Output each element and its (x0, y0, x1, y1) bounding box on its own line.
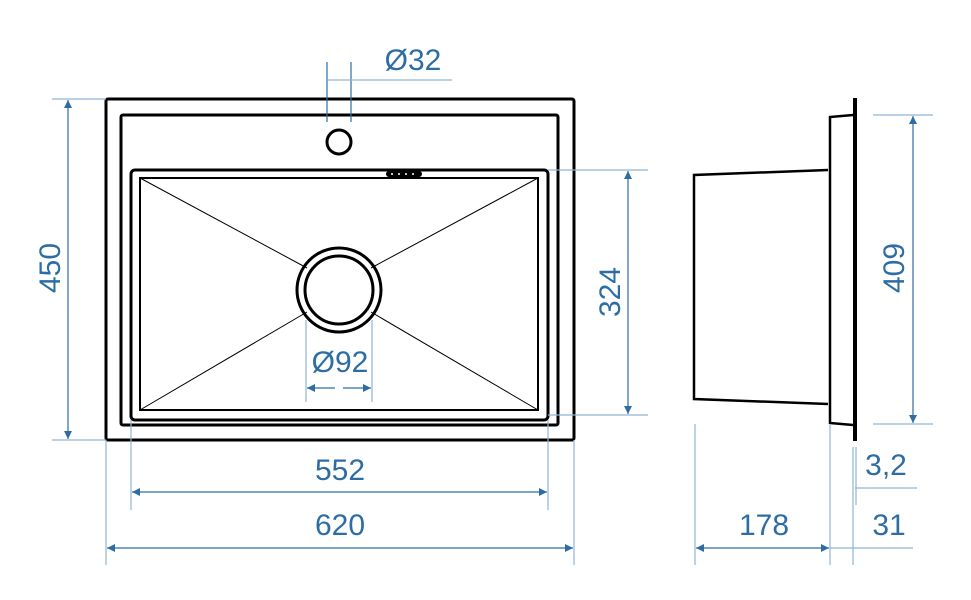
bowl-height-label: 178 (739, 509, 789, 542)
top-view: Ø32 450 324 Ø92 552 (34, 44, 648, 565)
side-flange (828, 113, 854, 427)
total-depth-label: 450 (34, 243, 67, 293)
side-view: 409 178 31 3,2 (692, 98, 933, 565)
sink-deck-edge (119, 113, 560, 427)
sink-outer-edge (104, 97, 576, 442)
tap-hole (325, 128, 353, 156)
bowl-outer (129, 168, 550, 422)
tap-hole-diameter-label: Ø32 (385, 44, 442, 77)
side-length-label: 409 (878, 243, 911, 293)
overflow-slot (386, 171, 422, 177)
drain-outer (295, 246, 383, 334)
drain-diameter-label: Ø92 (312, 346, 369, 379)
bowl-depth-label: 324 (594, 267, 627, 317)
total-width-label: 620 (315, 509, 365, 542)
drain-inner (303, 254, 375, 326)
dim-heights: 178 31 3,2 (694, 424, 917, 565)
bowl-width-label: 552 (315, 454, 365, 487)
bowl-inner (139, 177, 539, 411)
side-bowl (692, 168, 829, 406)
dim-total-width: 620 (105, 440, 575, 565)
dim-total-depth: 450 (34, 98, 106, 441)
dim-tap-hole: Ø32 (326, 44, 452, 122)
bowl-slope-lines (139, 177, 539, 411)
dim-bowl-depth: 324 (548, 169, 648, 416)
dim-side-length: 409 (873, 114, 933, 425)
flange-height-label: 31 (872, 509, 905, 542)
thickness-label: 3,2 (865, 449, 907, 482)
dim-bowl-width: 552 (130, 420, 549, 510)
dim-drain: Ø92 (305, 320, 373, 402)
